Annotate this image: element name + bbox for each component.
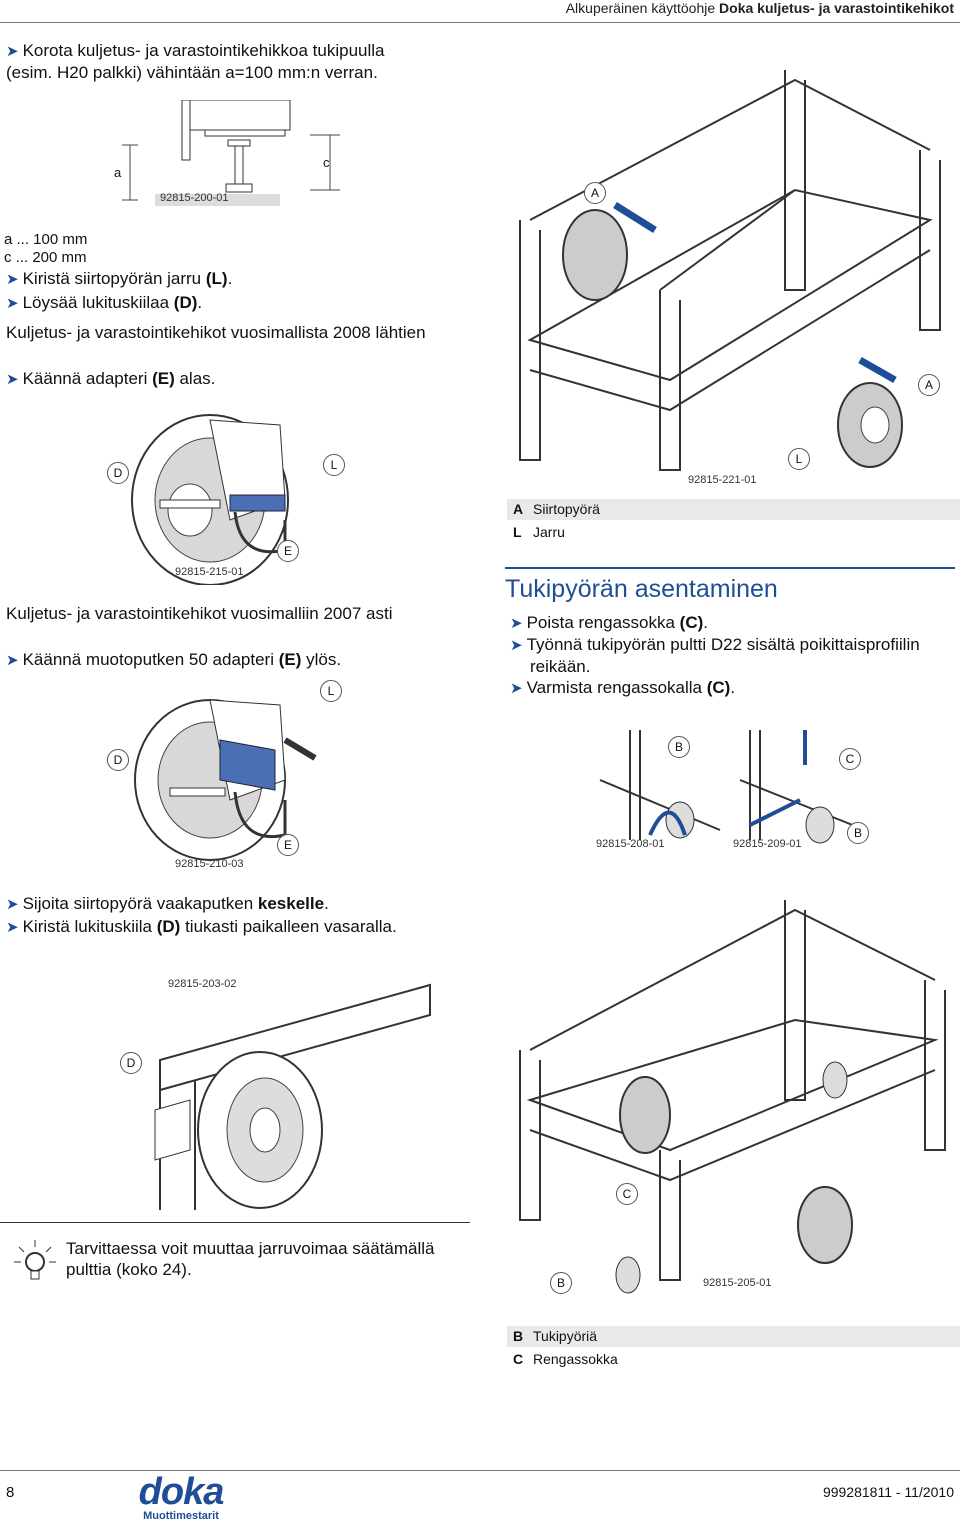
figure-number: 92815-208-01 — [596, 838, 665, 850]
figure-number: 92815-205-01 — [703, 1277, 772, 1289]
figure-number: 92815-221-01 — [688, 474, 757, 486]
dimension-list: a ... 100 mm c ... 200 mm — [4, 231, 87, 267]
step-hammer: ➤Kiristä lukituskiila (D) tiukasti paika… — [6, 917, 397, 936]
figure-number: 92815-200-01 — [160, 192, 229, 204]
step-wedge: ➤Löysää lukituskiilaa (D). — [6, 293, 203, 312]
dimension-c: c ... 200 mm — [4, 249, 87, 266]
running-header: Alkuperäinen käyttöohje Doka kuljetus- j… — [565, 0, 954, 16]
figure-number: 92815-215-01 — [175, 566, 244, 578]
figure-wheel-mounted: 92815-203-02 D — [100, 970, 450, 1215]
doka-logo: doka Muottimestarit — [138, 1471, 225, 1522]
step-arrow-icon: ➤ — [6, 271, 19, 288]
dimension-a-label: a — [114, 165, 122, 180]
step-arrow-icon: ➤ — [6, 295, 19, 312]
callout-d: D — [120, 1052, 142, 1074]
section-2008: Kuljetus- ja varastointikehikot vuosimal… — [6, 323, 426, 342]
step-arrow-icon: ➤ — [510, 637, 523, 654]
steps-right: ➤Poista rengassokka (C). ➤Työnnä tukipyö… — [510, 612, 955, 699]
callout-b: B — [847, 822, 869, 844]
callout-l: L — [320, 680, 342, 702]
callout-d: D — [107, 462, 129, 484]
callout-e: E — [277, 540, 299, 562]
header-rule — [0, 22, 960, 23]
tip-rule — [0, 1222, 470, 1223]
section-2007: Kuljetus- ja varastointikehikot vuosimal… — [6, 604, 393, 623]
step-center: ➤Sijoita siirtopyörä vaakaputken keskell… — [6, 894, 329, 913]
step-secure-pin: ➤Varmista rengassokalla (C). — [510, 678, 736, 697]
step-raise: ➤Korota kuljetus- ja varastointikehikkoa… — [6, 41, 385, 82]
callout-l: L — [323, 454, 345, 476]
lightbulb-icon — [10, 1238, 60, 1286]
dimension-a: a ... 100 mm — [4, 231, 88, 248]
figure-support-wheel-steps: B C B 92815-208-01 92815-209-01 — [590, 720, 880, 855]
footer-rule — [0, 1470, 960, 1471]
step-remove-pin: ➤Poista rengassokka (C). — [510, 613, 709, 632]
figure-raise-detail: a c 92815-200-01 — [110, 99, 350, 210]
figure-frame-support-wheels: C B 92815-205-01 — [500, 900, 955, 1300]
figure-adapter-down: D L E 92815-215-01 — [100, 400, 360, 586]
dimension-c-label: c — [323, 155, 330, 170]
callout-a: A — [918, 374, 940, 396]
callout-b: B — [550, 1272, 572, 1294]
figure-number: 92815-203-02 — [168, 978, 237, 990]
section-heading: Tukipyörän asentaminen — [505, 575, 778, 603]
page-number: 8 — [6, 1484, 15, 1501]
figure-number: 92815-209-01 — [733, 838, 802, 850]
callout-d: D — [107, 749, 129, 771]
step-arrow-icon: ➤ — [6, 896, 19, 913]
heading-rule — [505, 567, 955, 569]
document-number: 999281811 - 11/2010 — [822, 1484, 954, 1500]
callout-l: L — [788, 448, 810, 470]
step-arrow-icon: ➤ — [510, 615, 523, 632]
step-arrow-icon: ➤ — [510, 680, 523, 697]
figure-adapter-up: L D E 92815-210-03 — [100, 680, 360, 870]
step-adapter-up: ➤Käännä muotoputken 50 adapteri (E) ylös… — [6, 650, 342, 669]
callout-a: A — [584, 182, 606, 204]
figure-number: 92815-210-03 — [175, 858, 244, 870]
step-adapter-down: ➤Käännä adapteri (E) alas. — [6, 369, 216, 388]
step-arrow-icon: ➤ — [6, 43, 19, 60]
callout-c: C — [616, 1183, 638, 1205]
step-arrow-icon: ➤ — [6, 652, 19, 669]
callout-e: E — [277, 834, 299, 856]
step-arrow-icon: ➤ — [6, 371, 19, 388]
step-brake: ➤Kiristä siirtopyörän jarru (L). — [6, 269, 233, 288]
callout-c: C — [839, 748, 861, 770]
step-push-bolt: ➤Työnnä tukipyörän pultti D22 sisältä po… — [510, 635, 920, 676]
step-arrow-icon: ➤ — [6, 919, 19, 936]
tip-text: Tarvittaessa voit muuttaa jarruvoimaa sä… — [66, 1239, 435, 1279]
callout-b: B — [668, 736, 690, 758]
figure-frame-with-wheels: A A L 92815-221-01 — [500, 40, 955, 490]
